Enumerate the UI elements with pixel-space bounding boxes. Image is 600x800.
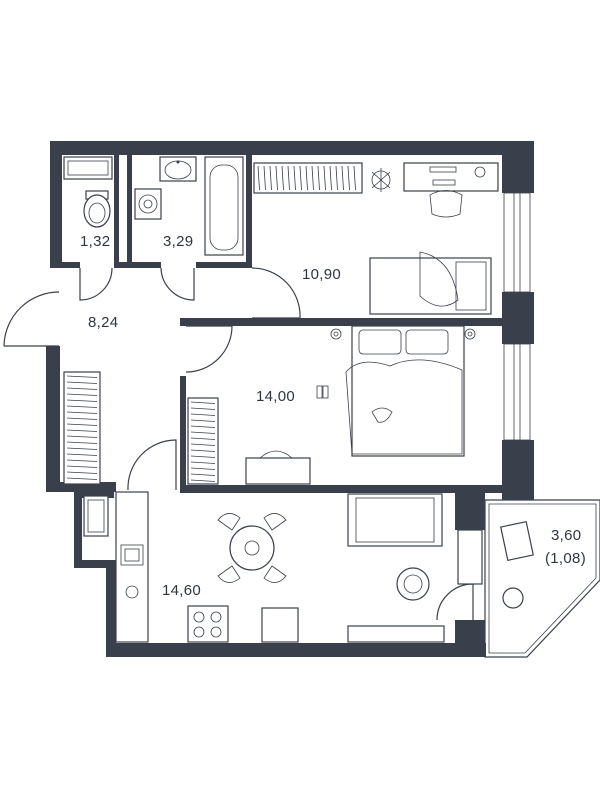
hatch-line <box>335 165 338 191</box>
hatch-line <box>66 393 98 396</box>
hatch-line <box>353 165 356 191</box>
hatch-line <box>190 431 216 434</box>
hatch-line <box>66 405 98 408</box>
bedroom-main-furniture <box>187 325 476 485</box>
hatch-line <box>190 407 216 410</box>
hatch-line <box>323 165 326 191</box>
hatch-line <box>66 417 98 420</box>
hatch-line <box>257 165 260 191</box>
hatch-line <box>190 461 216 464</box>
room-area-bathroom: 3,29 <box>163 233 194 250</box>
hatch-line <box>305 165 308 191</box>
bedroom-small-furniture <box>253 162 499 315</box>
wardrobe-hatching <box>66 375 98 480</box>
hatch-line <box>190 419 216 422</box>
hatch-line <box>329 165 332 191</box>
hatch-line <box>190 455 216 458</box>
hatch-line <box>275 165 278 191</box>
hatch-line <box>66 447 98 450</box>
hatch-line <box>66 429 98 432</box>
room-area-bedroom-small: 10,90 <box>302 266 342 283</box>
kitchen-furniture <box>83 491 483 643</box>
hatch-line <box>287 165 290 191</box>
interior-walls <box>50 155 502 525</box>
hatch-line <box>293 165 296 191</box>
hatch-line <box>66 441 98 444</box>
hatch-line <box>66 375 98 378</box>
hatch-line <box>190 425 216 428</box>
hatch-line <box>190 437 216 440</box>
hatch-line <box>66 453 98 456</box>
wardrobe-hatching <box>257 165 356 191</box>
balcony-furniture <box>500 520 534 609</box>
hatch-line <box>66 423 98 426</box>
hatch-line <box>66 399 98 402</box>
hatch-line <box>190 401 216 404</box>
room-area-wc: 1,32 <box>80 233 111 250</box>
wc-fixtures <box>63 156 113 228</box>
room-area-kitchen: 14,60 <box>162 582 202 599</box>
hatch-line <box>66 471 98 474</box>
hatch-line <box>190 413 216 416</box>
balcony <box>484 499 600 658</box>
hatch-line <box>341 165 344 191</box>
hatch-line <box>66 477 98 480</box>
room-area-balcony-reduced: (1,08) <box>545 550 586 567</box>
hatch-line <box>190 449 216 452</box>
room-area-bedroom-main: 14,00 <box>256 388 296 405</box>
bathroom-fixtures <box>134 156 244 256</box>
hatch-line <box>317 165 320 191</box>
hatch-line <box>66 435 98 438</box>
hatch-line <box>66 387 98 390</box>
hallway-furniture <box>63 371 101 485</box>
hatch-line <box>66 459 98 462</box>
wardrobe-hatching <box>190 401 216 482</box>
hatch-line <box>281 165 284 191</box>
room-area-balcony: 3,60 <box>551 527 582 544</box>
hatch-line <box>311 165 314 191</box>
hatch-line <box>190 467 216 470</box>
room-area-hallway: 8,24 <box>88 314 119 331</box>
hatch-line <box>269 165 272 191</box>
hatch-line <box>190 479 216 482</box>
hatch-line <box>66 381 98 384</box>
hatch-line <box>190 473 216 476</box>
hatch-line <box>263 165 266 191</box>
hatch-line <box>66 411 98 414</box>
hatch-line <box>66 465 98 468</box>
hatch-line <box>190 443 216 446</box>
hatch-line <box>299 165 302 191</box>
hatch-line <box>347 165 350 191</box>
